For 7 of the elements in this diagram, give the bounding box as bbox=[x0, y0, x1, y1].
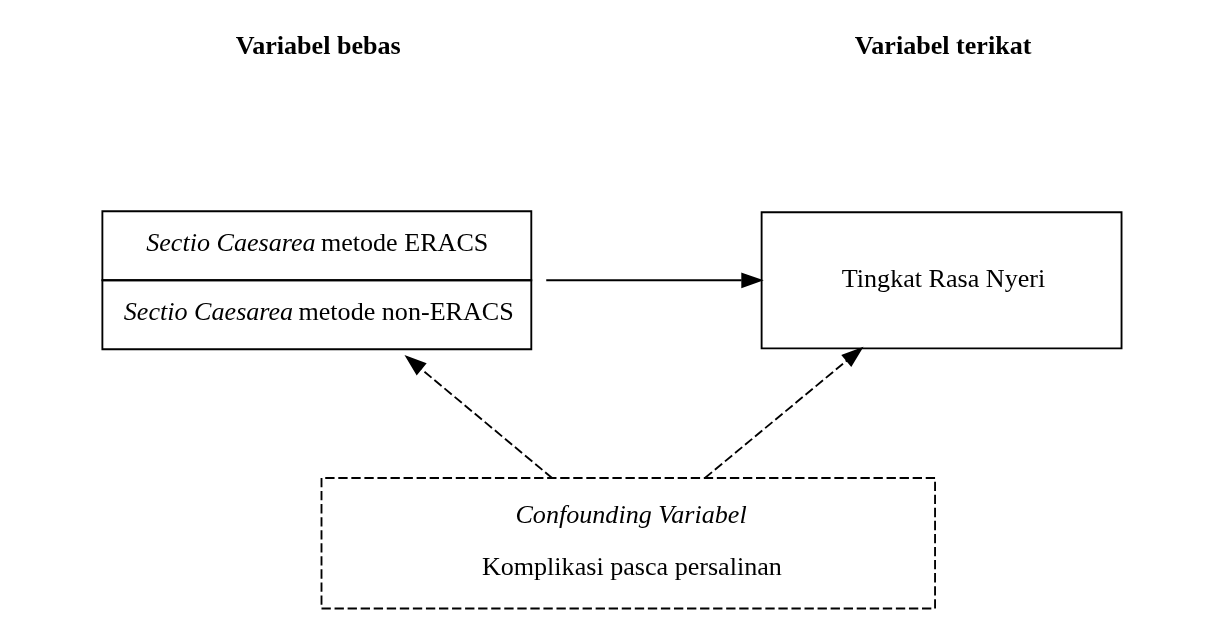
label: Variabel bebas bbox=[235, 31, 401, 61]
arrow bbox=[545, 272, 764, 289]
arrow bbox=[704, 346, 864, 479]
label: Variabel terikat bbox=[854, 31, 1032, 61]
node-box: Confounding Variabel Komplikasi pasca persalinan bbox=[320, 477, 936, 610]
arrow bbox=[404, 355, 554, 479]
node-box: Tingkat Rasa Nyeri bbox=[760, 211, 1123, 350]
